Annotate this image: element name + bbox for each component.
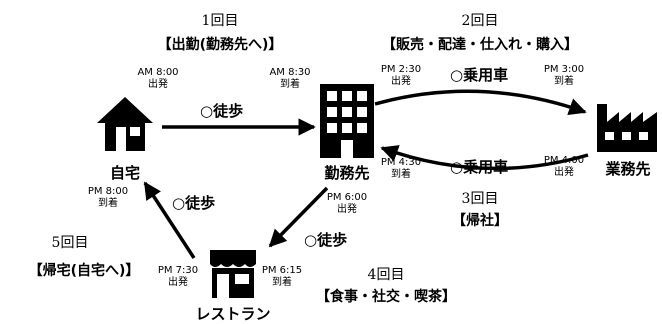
- time-office-depart-client-time: PM 2:30: [380, 64, 422, 75]
- trip-4-purpose: 【食事・社交・喫茶】: [316, 289, 456, 305]
- arrow-office-to-restaurant: [268, 186, 329, 248]
- mode-label-walk-5: ○徒歩: [172, 194, 216, 212]
- time-client-depart: PM 4:00 出発: [536, 155, 592, 179]
- time-restaurant-depart: PM 7:30 出発: [150, 265, 206, 289]
- time-home-arrive-time: PM 8:00: [87, 186, 129, 197]
- house-icon: [97, 97, 153, 151]
- time-restaurant-arrive-label: 到着: [272, 277, 292, 288]
- trip-2-number: 2回目: [461, 13, 499, 29]
- mode-label-walk-1: ○徒歩: [200, 102, 244, 120]
- trip-1-number: 1回目: [201, 13, 239, 29]
- trip-3-number: 3回目: [461, 191, 499, 207]
- time-office-arrive-label: 到着: [280, 79, 300, 90]
- place-label-office: 勤務先: [324, 164, 370, 182]
- time-office-depart-restaurant: PM 6:00 出発: [319, 192, 375, 216]
- time-restaurant-depart-time: PM 7:30: [157, 265, 199, 276]
- time-client-arrive: PM 3:00 到着: [536, 64, 592, 88]
- time-office-depart-client-label: 出発: [391, 76, 411, 87]
- time-home-depart: AM 8:00 出発: [130, 67, 186, 91]
- time-client-arrive-label: 到着: [554, 76, 574, 87]
- time-office-depart-client: PM 2:30 出発: [373, 64, 429, 88]
- time-client-arrive-time: PM 3:00: [543, 64, 585, 75]
- time-office-return-label: 到着: [391, 169, 411, 180]
- trip-2-purpose: 【販売・配達・仕入れ・購入】: [382, 37, 578, 53]
- trip-3-purpose: 【帰社】: [452, 213, 508, 229]
- time-restaurant-arrive: PM 6:15 到着: [254, 265, 310, 289]
- trip-5-number: 5回目: [51, 235, 89, 251]
- office-building-icon: [320, 84, 374, 158]
- place-label-client: 業務先: [605, 160, 651, 178]
- time-office-depart-restaurant-time: PM 6:00: [326, 192, 368, 203]
- time-restaurant-depart-label: 出発: [168, 277, 188, 288]
- time-office-depart-restaurant-label: 出発: [337, 204, 357, 215]
- arrow-restaurant-to-home: [143, 181, 196, 259]
- time-client-depart-time: PM 4:00: [543, 155, 585, 166]
- arrow-office-to-client: [374, 89, 587, 116]
- trip-5-purpose: 【帰宅(自宅へ)】: [28, 263, 140, 279]
- restaurant-storefront-icon: [210, 250, 256, 298]
- time-home-depart-time: AM 8:00: [137, 67, 179, 78]
- time-home-arrive-label: 到着: [98, 198, 118, 209]
- time-home-arrive: PM 8:00 到着: [80, 186, 136, 210]
- time-office-arrive: AM 8:30 到着: [262, 67, 318, 91]
- time-office-return: PM 4:30 到着: [373, 157, 429, 181]
- trip-4-number: 4回目: [367, 267, 405, 283]
- time-office-arrive-time: AM 8:30: [269, 67, 311, 78]
- factory-icon: [597, 104, 657, 152]
- place-label-restaurant: レストラン: [195, 305, 271, 323]
- time-home-depart-label: 出発: [148, 79, 168, 90]
- place-label-home: 自宅: [109, 164, 140, 182]
- arrow-client-to-office: [380, 145, 589, 171]
- time-office-return-time: PM 4:30: [380, 157, 422, 168]
- mode-label-walk-4: ○徒歩: [304, 231, 348, 249]
- time-client-depart-label: 出発: [554, 167, 574, 178]
- trip-1-purpose: 【出勤(勤務先へ)】: [157, 37, 283, 53]
- mode-label-car-2: ○乗用車: [450, 66, 509, 84]
- time-restaurant-arrive-time: PM 6:15: [261, 265, 303, 276]
- mode-label-car-3: ○乗用車: [450, 158, 509, 176]
